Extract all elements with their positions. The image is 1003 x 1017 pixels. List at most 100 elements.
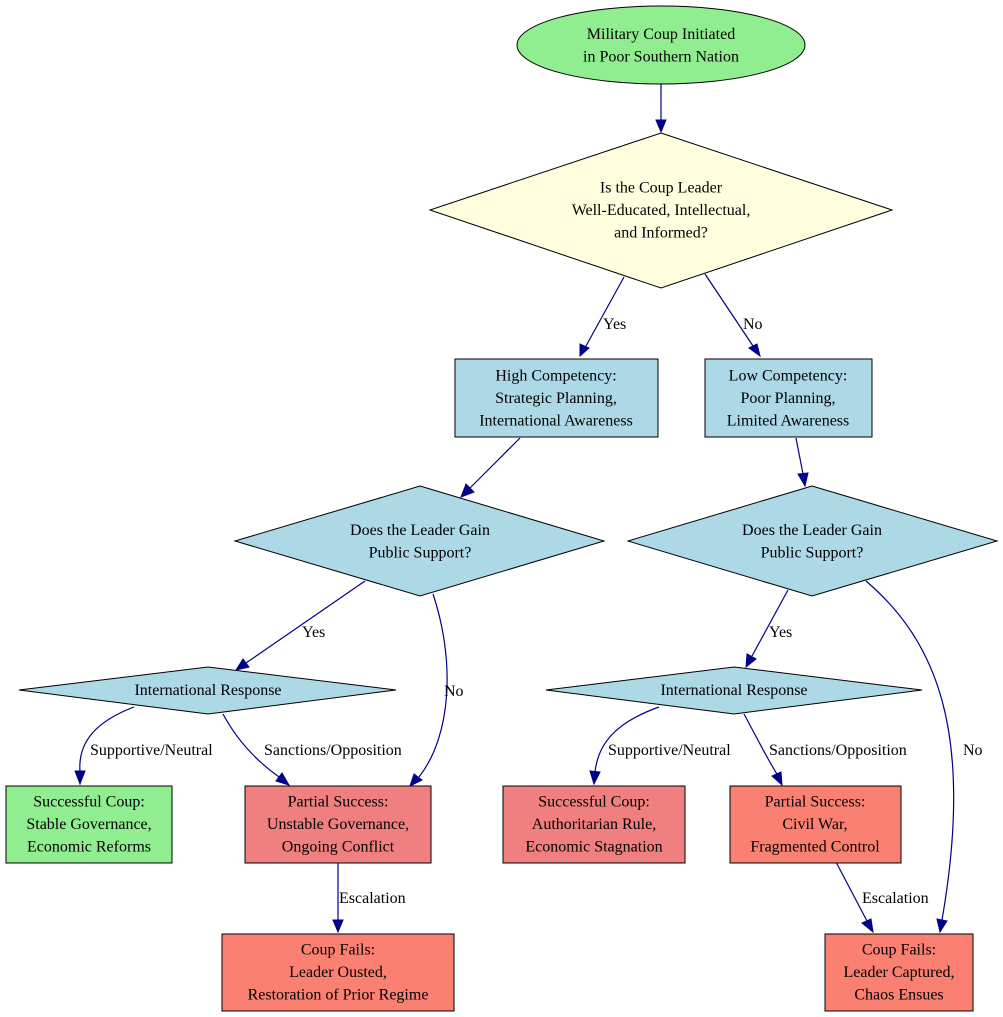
node-fail-right: Coup Fails: Leader Captured, Chaos Ensues <box>824 933 974 1012</box>
support-right-diamond <box>626 485 999 597</box>
node-label-line: Economic Reforms <box>27 839 151 856</box>
node-label-line: Authoritarian Rule, <box>532 816 656 833</box>
edge-question-yes: Yes <box>579 276 626 358</box>
node-label-line: International Response <box>660 682 807 699</box>
edge-label-partial-left-escalation: Escalation <box>339 890 406 907</box>
intl-right-diamond <box>545 666 923 715</box>
edge-start-to-question <box>655 84 667 134</box>
edge-question-no: No <box>704 273 763 358</box>
edge-support-left-yes: Yes <box>234 580 366 671</box>
node-label-line: Does the Leader Gain <box>742 522 882 539</box>
node-label-line: Partial Success: <box>288 794 389 811</box>
node-label-line: in Poor Southern Nation <box>583 48 739 65</box>
low-competency-box <box>704 358 873 438</box>
node-fail-left: Coup Fails:Leader Ousted,Restoration of … <box>221 933 455 1012</box>
nodes: Military Coup Initiated in Poor Southern … <box>5 5 999 1012</box>
node-label-line: Low Competency: <box>729 368 848 385</box>
edge-intl-right-support: Supportive/Neutral <box>589 706 731 786</box>
edge-low-to-support <box>795 437 809 488</box>
edge-label-intl-right-support: Supportive/Neutral <box>608 742 731 759</box>
node-low-competency: Low Competency: Poor Planning, Limited Awa… <box>704 358 873 438</box>
node-label-line: Ongoing Conflict <box>282 839 395 856</box>
node-partial-right: Partial Success: Civil War, Fragmented Con… <box>729 785 902 864</box>
edge-partial-right-escalation: Escalation <box>835 861 929 934</box>
node-label-line: High Competency: <box>495 368 616 385</box>
node-label-line: Economic Stagnation <box>525 839 662 856</box>
node-label-line: Partial Success: <box>765 794 866 811</box>
node-start: Military Coup Initiated in Poor Southern … <box>516 5 806 85</box>
node-fail-left-text: Coup Fails:Leader Ousted,Restoration of … <box>248 942 429 1004</box>
node-intl-left-text: International Response <box>134 682 281 699</box>
node-label-line: Poor Planning, <box>740 390 835 407</box>
edge-partial-left-escalation: Escalation <box>332 862 406 934</box>
edge-intl-left-sanctions: Sanctions/Opposition <box>222 713 402 786</box>
node-low-competency-text: Low Competency: Poor Planning, Limited Awa… <box>727 368 850 430</box>
edge-support-left-no: No <box>409 593 464 787</box>
node-success-left: Successful Coup: Stable Governance, Econom… <box>5 785 173 864</box>
node-high-competency-text: High Competency: Strategic Planning, Inter… <box>479 368 633 430</box>
edges: Yes No Yes No <box>74 84 983 934</box>
node-label-line: Fragmented Control <box>750 839 880 856</box>
node-label-line: Successful Coup: <box>33 794 145 811</box>
node-label-line: Does the Leader Gain <box>350 522 490 539</box>
node-label-line: Military Coup Initiated <box>587 26 735 43</box>
high-competency-box <box>454 358 659 438</box>
node-partial-left: Partial Success: Unstable Governance, Ongo… <box>244 785 432 864</box>
node-partial-left-text: Partial Success: Unstable Governance, Ongo… <box>267 794 409 856</box>
edge-label-intl-left-sanctions: Sanctions/Opposition <box>264 742 402 759</box>
node-label-line: Civil War, <box>782 816 847 833</box>
leader-question-diamond <box>428 132 894 289</box>
success-left-box <box>5 785 173 864</box>
node-label-line: Public Support? <box>369 544 472 561</box>
node-label-line: Well-Educated, Intellectual, <box>572 202 751 219</box>
partial-left-box <box>244 785 432 864</box>
node-label-line: Limited Awareness <box>727 413 850 430</box>
node-label-line: Leader Captured, <box>843 964 954 981</box>
edge-support-right-yes: Yes <box>745 589 792 669</box>
node-label-line: Chaos Ensues <box>854 987 943 1004</box>
fail-right-box <box>824 933 974 1012</box>
edge-label-support-right-yes: Yes <box>769 624 792 641</box>
node-label-line: Stable Governance, <box>26 816 151 833</box>
node-success-left-text: Successful Coup: Stable Governance, Econom… <box>26 794 151 856</box>
edge-label-support-left-no: No <box>444 683 464 700</box>
node-fail-right-text: Coup Fails: Leader Captured, Chaos Ensues <box>843 942 954 1004</box>
node-label-line: Leader Ousted, <box>289 964 387 981</box>
node-success-right-text: Successful Coup: Authoritarian Rule, Econo… <box>525 794 662 856</box>
start-ellipse <box>516 5 806 85</box>
node-start-text: Military Coup Initiated in Poor Southern … <box>583 26 739 66</box>
node-label-line: Coup Fails: <box>862 942 936 959</box>
node-label-line: International Awareness <box>479 413 633 430</box>
edge-support-right-no: No <box>865 580 983 934</box>
partial-right-box <box>729 785 902 864</box>
node-label-line: Unstable Governance, <box>267 816 409 833</box>
fail-left-box <box>221 933 455 1012</box>
node-label-line: Successful Coup: <box>538 794 650 811</box>
node-label-line: Public Support? <box>761 544 864 561</box>
node-label-line: Is the Coup Leader <box>600 180 723 197</box>
edge-high-to-support <box>460 437 521 498</box>
support-left-diamond <box>233 485 606 597</box>
edge-label-question-no: No <box>743 316 763 333</box>
node-high-competency: High Competency: Strategic Planning, Inter… <box>454 358 659 438</box>
edge-label-intl-left-support: Supportive/Neutral <box>90 742 213 759</box>
node-success-right: Successful Coup: Authoritarian Rule, Econo… <box>502 785 686 864</box>
edge-label-partial-right-escalation: Escalation <box>862 890 929 907</box>
node-label-line: and Informed? <box>614 225 708 242</box>
node-partial-right-text: Partial Success: Civil War, Fragmented Con… <box>750 794 880 856</box>
node-intl-left: International Response <box>18 666 397 715</box>
node-intl-right-text: International Response <box>660 682 807 699</box>
node-label-line: International Response <box>134 682 281 699</box>
node-label-line: Strategic Planning, <box>495 390 617 407</box>
edge-label-support-right-no: No <box>963 742 983 759</box>
success-right-box <box>502 785 686 864</box>
edge-label-support-left-yes: Yes <box>302 624 325 641</box>
edge-label-intl-right-sanctions: Sanctions/Opposition <box>769 742 907 759</box>
edge-label-question-yes: Yes <box>603 316 626 333</box>
node-label-line: Coup Fails: <box>301 942 375 959</box>
